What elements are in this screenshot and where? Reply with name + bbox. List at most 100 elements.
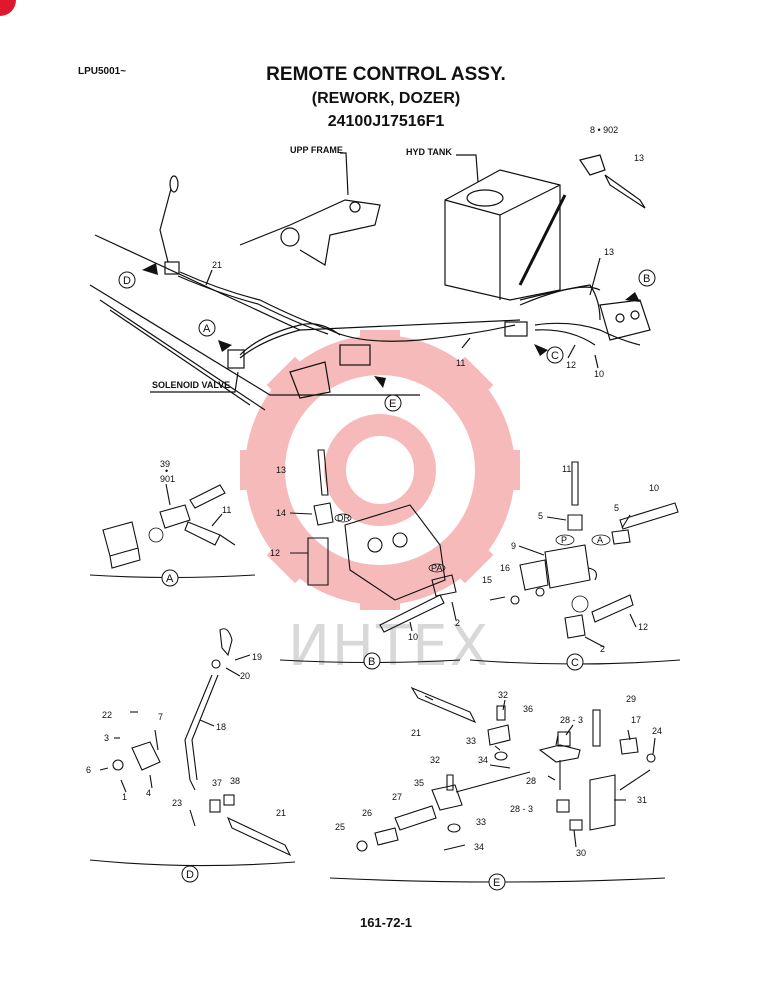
callout-e-35: 35 [414,778,424,788]
callout-b-10: 10 [408,632,418,642]
callout-d-6: 6 [86,765,91,775]
marker-a: A [203,323,211,335]
callout-a-11: 11 [222,505,231,515]
detail-a [89,483,256,579]
view-arrow-e [374,376,386,388]
document-code: LPU5001~ [78,66,127,77]
port-label-dr: DR [337,513,350,523]
marker-d: D [123,275,131,287]
callout-e-28-3a: 28 - 3 [560,715,583,725]
port-label-a: A [597,535,603,545]
callout-e-26: 26 [362,808,372,818]
marker-b: B [643,273,650,285]
callout-8-902: 8 • 902 [590,125,618,135]
callout-b-12: 12 [270,548,280,558]
callout-c-15: 15 [482,575,492,585]
label-upp-frame: UPP FRAME [290,145,343,155]
callout-d-37: 37 [212,778,222,788]
callout-e-29: 29 [626,694,636,704]
view-arrows [142,263,640,388]
detail-d-marker-circle [181,865,199,883]
callout-e-32a: 32 [498,690,508,700]
detail-e-marker: E [493,877,500,889]
callout-a-901: 901 [160,474,175,484]
callout-c-5a: 5 [538,511,543,521]
main-assembly-view [89,152,651,411]
assembly-part-number: 24100J17516F1 [327,113,445,130]
watermark-text: ИНТЕХ [288,614,490,679]
callout-d-7: 7 [158,712,163,722]
callout-d-3: 3 [104,733,109,743]
marker-e: E [389,398,396,410]
label-hyd-tank: HYD TANK [406,147,452,157]
callout-d-18: 18 [216,722,226,732]
callout-d-38: 38 [230,776,240,786]
callout-d-22: 22 [102,710,112,720]
callout-e-32b: 32 [430,755,440,765]
page-number: 161-72-1 [359,915,413,930]
callout-e-33a: 33 [466,736,476,746]
view-arrow-d [142,263,158,275]
callout-e-31: 31 [637,795,647,805]
main-view-markers: D A B C E [118,269,656,412]
callout-main-13a: 13 [634,153,644,163]
callout-e-25: 25 [335,822,345,832]
callout-a-39: 39 [160,459,170,469]
callout-d-19: 19 [252,652,262,662]
callout-d-21: 21 [276,808,286,818]
view-arrow-c [534,344,548,356]
detail-d-marker: D [186,869,194,881]
detail-c-marker-circle [566,653,584,671]
callout-main-12: 12 [566,360,576,370]
callout-d-23: 23 [172,798,182,808]
view-arrow-b [625,292,640,302]
detail-b [279,449,461,664]
callout-c-12: 12 [638,622,648,632]
callout-d-1: 1 [122,792,127,802]
callout-main-11: 11 [456,358,465,368]
callout-d-20: 20 [240,671,250,681]
callout-c-16: 16 [500,563,510,573]
detail-c [469,461,681,665]
view-arrow-a [218,340,232,352]
callout-a-dot: • [165,466,168,476]
callout-e-21: 21 [411,728,421,738]
detail-d [89,628,296,867]
callout-e-34b: 34 [474,842,484,852]
callout-e-34a: 34 [478,755,488,765]
detail-e-marker-circle [488,873,506,891]
page-title: REMOTE CONTROL ASSY. [266,64,506,85]
port-label-p: P [561,535,567,545]
callout-e-36: 36 [523,704,533,714]
callout-e-30: 30 [576,848,586,858]
callout-e-28-3b: 28 - 3 [510,804,533,814]
callout-c-9: 9 [511,541,516,551]
detail-a-marker-circle [161,569,179,587]
detail-b-marker: B [368,656,375,668]
page-subtitle: (REWORK, DOZER) [311,90,461,107]
callout-b-2: 2 [455,618,460,628]
label-solenoid-valve: SOLENOID VALVE [152,380,230,390]
callout-main-10: 10 [594,369,604,379]
callout-e-28: 28 [526,776,536,786]
callout-e-33b: 33 [476,817,486,827]
callout-c-2: 2 [600,644,605,654]
callout-c-5b: 5 [614,503,619,513]
detail-a-marker: A [166,573,174,585]
callout-b-13: 13 [276,465,286,475]
callout-main-13b: 13 [604,247,614,257]
callout-c-10: 10 [649,483,659,493]
callout-e-24: 24 [652,726,662,736]
detail-c-marker: C [571,657,579,669]
callout-d-4: 4 [146,788,151,798]
detail-e [329,686,666,883]
detail-b-marker-circle [363,652,381,670]
callout-c-11: 11 [562,464,571,474]
callout-e-17: 17 [631,715,641,725]
callout-main-21: 21 [212,260,222,270]
marker-c: C [551,350,559,362]
port-label-pa: PA [431,563,442,573]
callout-b-14: 14 [276,508,286,518]
